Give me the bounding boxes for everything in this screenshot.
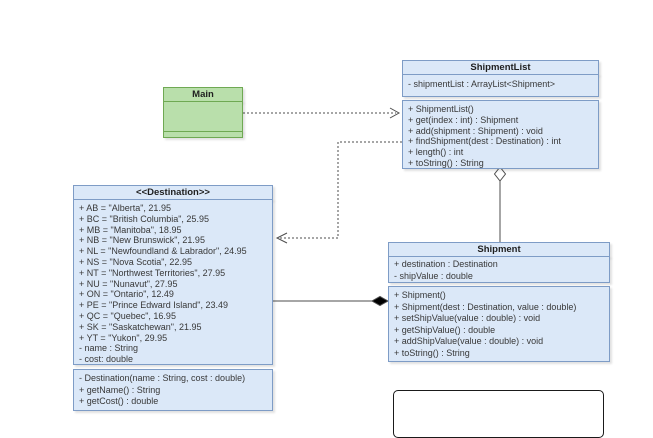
class-destination-attributes: + AB = "Alberta", 21.95+ BC = "British C… bbox=[73, 199, 273, 365]
class-shipment-title: Shipment bbox=[388, 242, 610, 257]
attribute-line: + SK = "Saskatchewan", 21.95 bbox=[79, 321, 202, 332]
method-line: + addShipValue(value : double) : void bbox=[394, 336, 544, 347]
attribute-line: + NB = "New Brunswick", 21.95 bbox=[79, 235, 205, 246]
method-line: + Shipment(dest : Destination, value : d… bbox=[394, 301, 577, 312]
filled-diamond-icon bbox=[370, 295, 390, 307]
attribute-line: + AB = "Alberta", 21.95 bbox=[79, 203, 171, 213]
method-line: + getShipValue() : double bbox=[394, 324, 496, 335]
attribute-line: + NS = "Nova Scotia", 22.95 bbox=[79, 256, 192, 267]
method-line: + toString() : String bbox=[408, 157, 484, 168]
attribute-line: - name : String bbox=[79, 343, 139, 354]
attribute-line: + NT = "Northwest Territories", 27.95 bbox=[79, 267, 226, 278]
class-main-methods bbox=[163, 131, 243, 138]
class-shipment-methods: + Shipment()+ Shipment(dest : Destinatio… bbox=[388, 286, 610, 362]
class-destination-title: <<Destination>> bbox=[73, 185, 273, 200]
method-line: - Destination(name : String, cost : doub… bbox=[79, 373, 246, 383]
empty-note-box[interactable] bbox=[393, 390, 604, 438]
method-line: + findShipment(dest : Destination) : int bbox=[408, 136, 561, 147]
class-shipmentlist-title: ShipmentList bbox=[402, 60, 599, 75]
method-line: + ShipmentList() bbox=[408, 104, 474, 114]
hollow-diamond-icon bbox=[493, 166, 507, 182]
attribute-line: + BC = "British Columbia", 25.95 bbox=[79, 213, 209, 224]
attribute-line: - cost: double bbox=[79, 354, 134, 365]
attribute-line: - shipmentList : ArrayList<Shipment> bbox=[408, 79, 556, 89]
attribute-line: + PE = "Prince Edward Island", 23.49 bbox=[79, 300, 228, 311]
class-shipmentlist-methods: + ShipmentList()+ get(index : int) : Shi… bbox=[402, 100, 599, 169]
class-main[interactable]: Main bbox=[163, 87, 243, 138]
attribute-line: + NL = "Newfoundland & Labrador", 24.95 bbox=[79, 246, 247, 257]
class-destination-methods: - Destination(name : String, cost : doub… bbox=[73, 369, 273, 411]
attribute-line: + YT = "Yukon", 29.95 bbox=[79, 332, 168, 343]
method-line: + Shipment() bbox=[394, 290, 446, 300]
method-line: + length() : int bbox=[408, 147, 464, 158]
attribute-line: + QC = "Quebec", 16.95 bbox=[79, 310, 176, 321]
method-line: + get(index : int) : Shipment bbox=[408, 114, 519, 125]
dependency-edge-shipmentlist-to-destination[interactable] bbox=[278, 141, 402, 239]
class-shipment-attributes: + destination : Destination- shipValue :… bbox=[388, 256, 610, 283]
attribute-line: + destination : Destination bbox=[394, 259, 498, 269]
class-shipmentlist[interactable]: ShipmentList - shipmentList : ArrayList<… bbox=[402, 60, 599, 169]
attribute-line: - shipValue : double bbox=[394, 270, 473, 281]
method-line: + getCost() : double bbox=[79, 396, 159, 406]
attribute-line: + ON = "Ontario", 12.49 bbox=[79, 289, 174, 300]
method-line: + add(shipment : Shipment) : void bbox=[408, 125, 543, 136]
class-shipmentlist-attributes: - shipmentList : ArrayList<Shipment> bbox=[402, 74, 599, 97]
attribute-line: + MB = "Manitoba", 18.95 bbox=[79, 224, 182, 235]
method-line: + getName() : String bbox=[79, 384, 161, 395]
class-shipment[interactable]: Shipment + destination : Destination- sh… bbox=[388, 242, 610, 362]
class-main-title: Main bbox=[163, 87, 243, 102]
method-line: + setShipValue(value : double) : void bbox=[394, 313, 541, 324]
class-main-attributes bbox=[163, 101, 243, 132]
class-destination[interactable]: <<Destination>> + AB = "Alberta", 21.95+… bbox=[73, 185, 273, 411]
attribute-line: + NU = "Nunavut", 27.95 bbox=[79, 278, 178, 289]
method-line: + toString() : String bbox=[394, 347, 470, 358]
